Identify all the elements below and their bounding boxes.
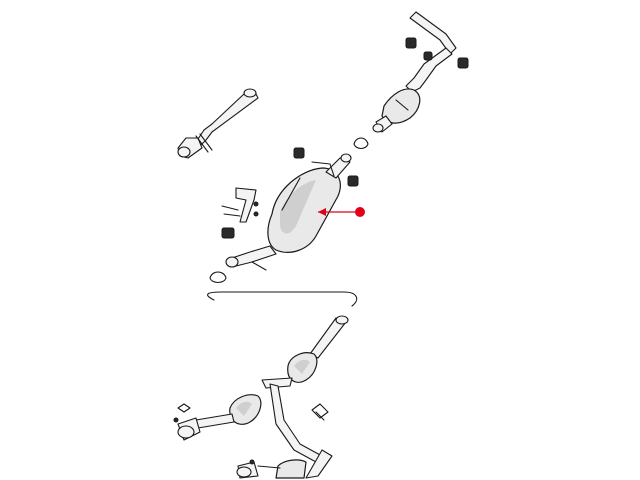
mounting-bracket (221, 187, 259, 223)
callout-pointer (318, 207, 365, 217)
rubber-isolators-middle (221, 147, 359, 239)
callout-dot (355, 207, 365, 217)
front-y-pipe-catalytic-converters (177, 315, 349, 479)
rear-tailpipe-resonator (372, 11, 457, 133)
group-separator-curve (207, 291, 358, 307)
pipe-clamps (209, 137, 369, 284)
rear-pipe-section (177, 88, 259, 159)
main-muffler (225, 153, 352, 271)
rubber-isolators-top (405, 37, 469, 69)
manifold-gaskets (173, 403, 329, 465)
